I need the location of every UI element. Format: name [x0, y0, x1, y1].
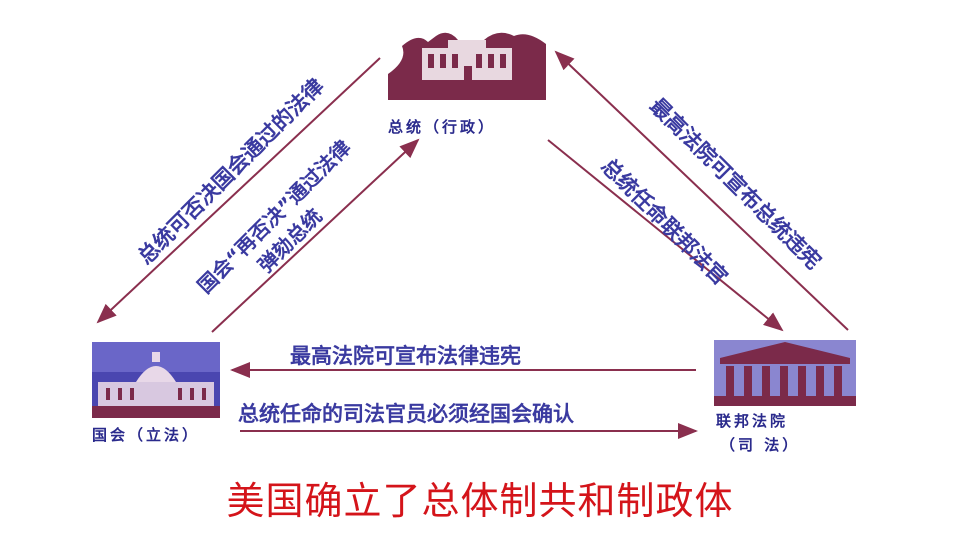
arrow-president-to-court: [547, 139, 784, 332]
court-label-line1: 联邦法院: [716, 412, 789, 430]
congress-label: 国会（立法）: [92, 426, 201, 444]
arrow-president-to-congress: [96, 57, 381, 324]
supreme-court-image: [714, 340, 856, 406]
caption: 美国确立了总体制共和制政体: [226, 479, 734, 523]
president-label: 总统（行政）: [388, 118, 497, 136]
court-label-line2: （司 法）: [720, 436, 801, 454]
arrow-court-to-president: [554, 50, 849, 331]
relation-confirm-judges: 总统任命的司法官员必须经国会确认: [238, 402, 574, 426]
arrow-congress-to-president: [211, 138, 420, 333]
capitol-image: [92, 342, 220, 418]
white-house-image: [388, 26, 546, 100]
relation-court-rules-law: 最高法院可宣布法律违宪: [290, 344, 521, 368]
